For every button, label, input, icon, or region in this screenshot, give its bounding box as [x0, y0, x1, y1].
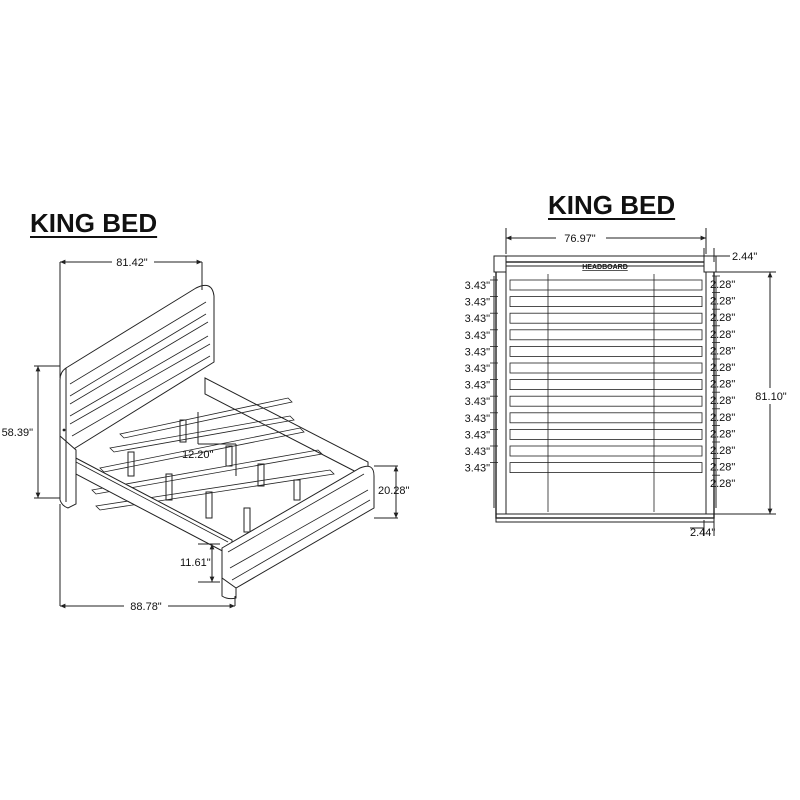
dim-headboard-height: 58.39": [2, 427, 34, 439]
slat-width-label: 3.43": [465, 380, 490, 392]
slat-gap-label: 2.28": [710, 428, 735, 440]
slat-width-label: 3.43": [465, 330, 490, 342]
slat-gap-label: 2.28": [710, 462, 735, 474]
slat-width-label: 3.43": [465, 463, 490, 475]
slat-width-label: 3.43": [465, 396, 490, 408]
slat: [509, 296, 703, 308]
headboard-label: HEADBOARD: [582, 264, 628, 271]
slat-gap-label: 2.28": [710, 445, 735, 457]
dim-frame-length: 81.10": [755, 391, 787, 403]
dim-overall-length: 88.78": [130, 601, 162, 613]
slat-gap-label: 2.28": [710, 296, 735, 308]
slat: [509, 279, 703, 291]
slat: [509, 395, 703, 407]
slat-width-label: 3.43": [465, 413, 490, 425]
dim-post-bottom: 2.44": [690, 527, 715, 539]
slat-gap-label: 2.28": [710, 478, 735, 490]
slat-width-label: 3.43": [465, 297, 490, 309]
slat-gap-label: 2.28": [710, 329, 735, 341]
slat-width-label: 3.43": [465, 446, 490, 458]
dim-rail-height: 11.61": [180, 557, 211, 569]
bed-perspective-drawing: [59, 284, 375, 600]
slat-width-label: 3.43": [465, 363, 490, 375]
left-title: KING BED: [30, 208, 158, 238]
slat-gap-label: 2.28": [710, 395, 735, 407]
slat-width-label: 3.43": [465, 346, 490, 358]
right-title: KING BED: [548, 190, 676, 220]
slat: [509, 362, 703, 374]
dim-post-top: 2.44": [732, 251, 757, 263]
slat-gap-label: 2.28": [710, 279, 735, 291]
dim-slat-clearance: 12.20": [182, 449, 214, 461]
slat: [509, 462, 703, 474]
slat-gap-label: 2.28": [710, 312, 735, 324]
slat: [509, 412, 703, 424]
slat: [509, 428, 703, 440]
dim-frame-width: 76.97": [564, 233, 596, 245]
slat-gap-label: 2.28": [710, 412, 735, 424]
slat-gap-label: 2.28": [710, 345, 735, 357]
slat-width-label: 3.43": [465, 280, 490, 292]
slat: [509, 329, 703, 341]
bed-top-view-drawing: [493, 255, 717, 523]
slat: [509, 379, 703, 391]
slat-width-label: 3.43": [465, 313, 490, 325]
slat: [509, 445, 703, 457]
dim-headboard-width: 81.42": [116, 257, 148, 269]
slat-gap-label: 2.28": [710, 379, 735, 391]
slat-gap-label: 2.28": [710, 362, 735, 374]
dim-footboard-height: 20.28": [378, 485, 410, 497]
slat: [509, 345, 703, 357]
slat-width-label: 3.43": [465, 429, 490, 441]
slat: [509, 312, 703, 324]
